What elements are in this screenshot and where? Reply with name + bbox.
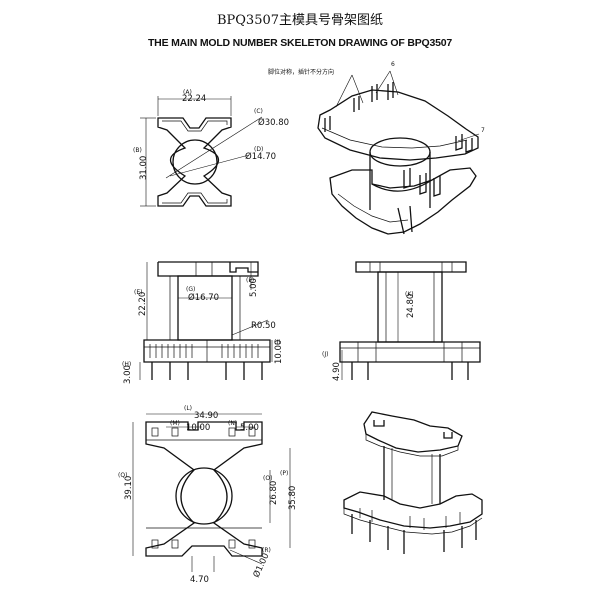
dim-bottom-width: 34.90	[194, 411, 218, 421]
dim-outer-diameter: Ø30.80	[258, 117, 289, 128]
isometric-view-top: 脚位对称，插针不分方向 6 7	[268, 61, 485, 235]
dim-pitch-wide: 10.00	[186, 423, 210, 433]
label-h: (H)	[122, 361, 131, 368]
dim-core-diameter: Ø16.70	[188, 292, 219, 303]
label-d: (D)	[254, 146, 263, 153]
label-a: (A)	[183, 89, 192, 96]
label-m: (M)	[170, 420, 180, 427]
dim-slot: 4.70	[190, 575, 209, 585]
pin-note: 脚位对称，插针不分方向	[268, 68, 334, 76]
label-o: (O)	[263, 475, 272, 482]
label-k: (K)	[405, 291, 414, 298]
side-view: 24.80 (K) (J) 4.90	[322, 261, 481, 381]
label-g: (G)	[186, 286, 195, 293]
dim-outer: 35.80	[288, 486, 298, 510]
dim-pin: 3.00	[123, 365, 133, 384]
drawing-title-english: THE MAIN MOLD NUMBER SKELETON DRAWING OF…	[147, 37, 453, 49]
dim-radius: R0.50	[251, 321, 276, 331]
top-view: (A) 22.24 (B) 31.00 (C) Ø30.80 (D) Ø14.7…	[133, 89, 289, 207]
dim-side-base: 4.90	[332, 362, 342, 381]
label-n: (N)	[228, 420, 237, 427]
dim-width: 22.24	[182, 94, 206, 104]
callout-6: 6	[391, 61, 395, 68]
drawing-title-chinese: BPQ3507主模具号骨架图纸	[216, 13, 384, 28]
label-b: (B)	[133, 147, 142, 154]
dim-inner-diameter: Ø14.70	[245, 151, 276, 162]
core-bore-circle	[172, 139, 218, 185]
bottom-core-bore	[175, 467, 233, 525]
label-r: (R)	[262, 547, 271, 554]
top-view-outline	[157, 117, 232, 207]
dim-flange: 5.00	[249, 278, 259, 297]
label-q: (Q)	[118, 472, 127, 479]
label-l: (L)	[184, 405, 192, 412]
dim-front-base: 10.00	[274, 340, 284, 364]
front-top-flange	[157, 261, 259, 277]
bottom-view: (L) 34.90 (M) 10.00 (N) 5.00 (Q) 39.10 (…	[118, 405, 298, 585]
dim-side-height: 24.80	[406, 294, 416, 318]
callout-7: 7	[481, 127, 485, 134]
dim-bottom-height: 39.10	[124, 476, 134, 500]
dim-pitch-narrow: 5.00	[240, 423, 259, 433]
label-c: (C)	[254, 108, 263, 115]
dim-height: 31.00	[139, 156, 149, 180]
label-e: (E)	[134, 289, 142, 296]
label-j: (J)	[322, 351, 328, 358]
front-view: (E) 22.20 (G) Ø16.70 (F) 5.00 R0.50 (I) …	[122, 261, 284, 384]
label-p: (P)	[280, 470, 288, 477]
label-f: (F)	[246, 277, 254, 284]
isometric-view-bottom	[343, 411, 483, 554]
label-i: (I)	[274, 339, 280, 346]
dim-front-height: 22.20	[138, 292, 148, 316]
bottom-view-outline	[145, 421, 263, 557]
dim-inner: 26.80	[269, 481, 279, 505]
